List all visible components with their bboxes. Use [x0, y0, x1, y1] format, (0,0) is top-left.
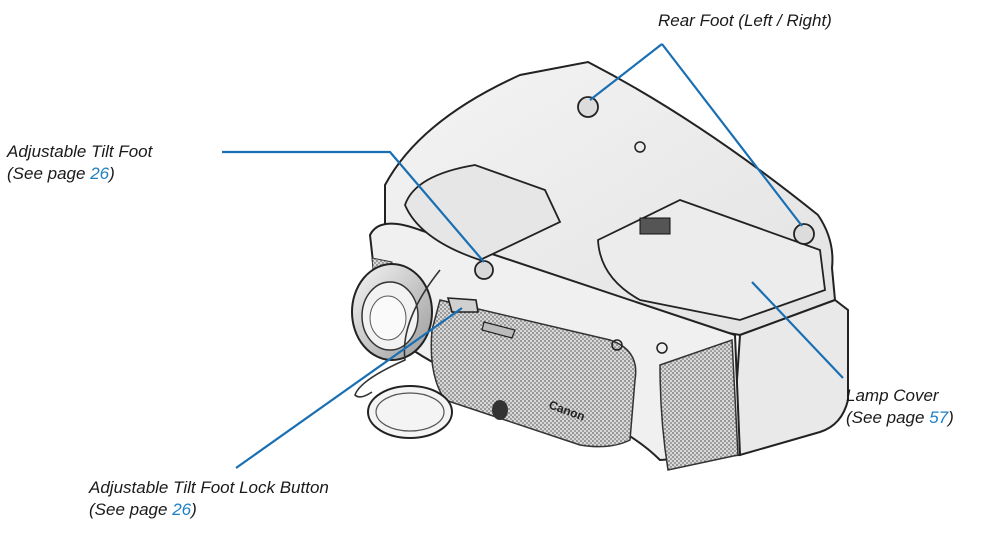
lock-button-see-page: (See page 26) [89, 499, 329, 521]
tilt-foot-text: Adjustable Tilt Foot [7, 142, 153, 161]
front-grille [430, 299, 637, 448]
see-page-suffix: ) [191, 500, 197, 519]
callout-line-rear-foot-left [589, 43, 663, 101]
see-page-prefix: (See page [846, 408, 930, 427]
lamp-cover-see-page: (See page 57) [846, 407, 954, 429]
lamp-cover-latch [639, 217, 671, 235]
tilt-foot-see-page: (See page 26) [7, 163, 152, 185]
projector-body-side [733, 298, 849, 457]
screw-2 [611, 339, 623, 351]
see-page-prefix: (See page [7, 164, 91, 183]
see-page-prefix: (See page [89, 500, 173, 519]
lamp-cover-page-link[interactable]: 57 [929, 408, 949, 427]
callout-lines [222, 43, 844, 469]
rear-foot-text: Rear Foot (Left / Right) [658, 11, 832, 30]
callout-line-lamp-cover [751, 281, 844, 379]
screw-1 [634, 141, 646, 153]
lens-cap [367, 385, 453, 439]
callout-line-lock-button [235, 307, 463, 469]
lens-glass [369, 295, 407, 341]
lock-button-text: Adjustable Tilt Foot Lock Button [89, 478, 329, 497]
lens-cap-inner [375, 392, 445, 432]
rear-foot-label: Rear Foot (Left / Right) [658, 10, 832, 32]
see-page-suffix: ) [109, 164, 115, 183]
lamp-cover-label: Lamp Cover (See page 57) [846, 385, 954, 429]
front-foot-dome [492, 400, 508, 420]
side-grille [659, 338, 739, 471]
lock-button-slot [481, 321, 516, 339]
lock-button-shape [446, 297, 479, 313]
tilt-foot-knob [474, 260, 494, 280]
rear-foot-right-shape [793, 223, 815, 245]
tilt-foot-label: Adjustable Tilt Foot (See page 26) [7, 141, 152, 185]
callout-line-tilt-foot [222, 150, 485, 263]
lock-button-label: Adjustable Tilt Foot Lock Button (See pa… [89, 477, 329, 521]
lock-button-page-link[interactable]: 26 [172, 500, 192, 519]
callout-line-rear-foot-right [661, 43, 803, 227]
lens-cap-strap [354, 269, 441, 398]
screw-3 [656, 342, 668, 354]
lamp-cover-text: Lamp Cover [846, 386, 939, 405]
see-page-suffix: ) [948, 408, 954, 427]
tilt-foot-page-link[interactable]: 26 [90, 164, 110, 183]
rear-foot-left-shape [577, 96, 599, 118]
